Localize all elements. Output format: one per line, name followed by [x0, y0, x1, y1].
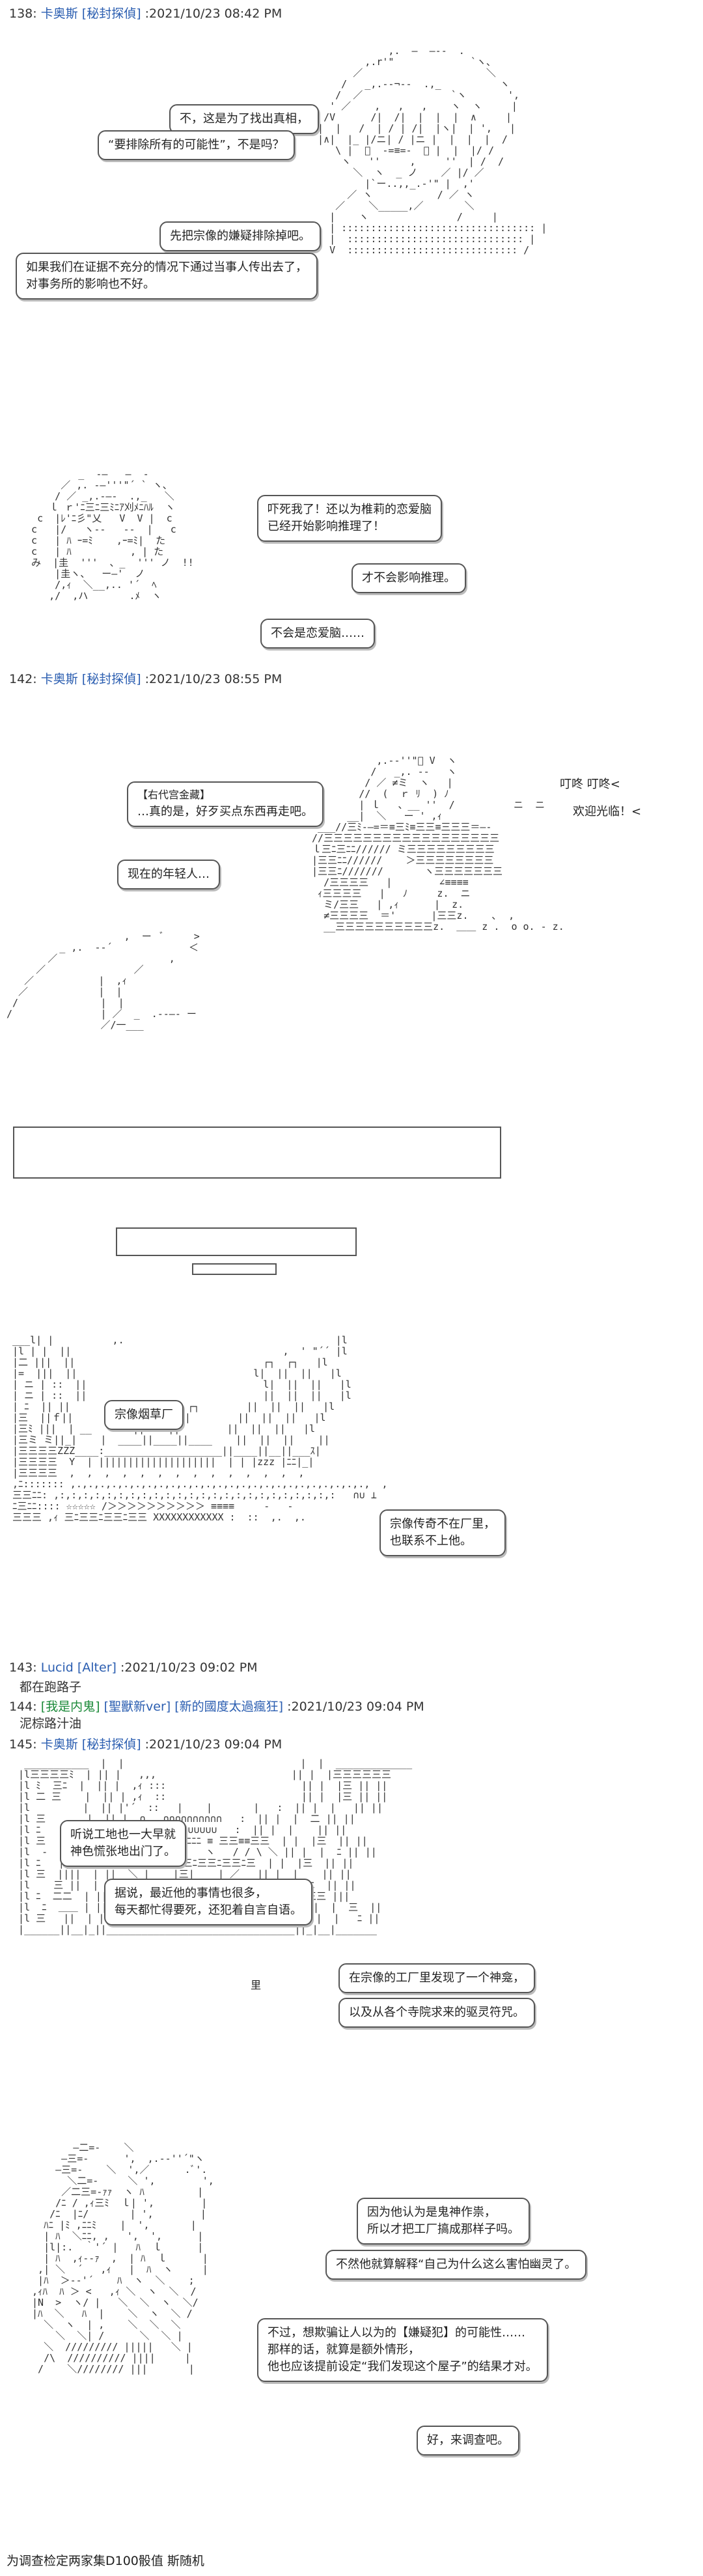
post-time: :2021/10/23 08:42 PM: [145, 7, 283, 21]
post-body-143: 都在跑路子: [20, 1680, 82, 1694]
speech-bubble-shopkeeper: 【右代宫金藏】 …真的是，好歹买点东西再走吧。: [127, 781, 324, 827]
bubble-text-line: 听说工地也一大早就: [70, 1828, 176, 1841]
ascii-art-relieved-figure: _ -― ― - ／ ,. -―'''"´ ` ヽ、 / ／ _,.-―- .,…: [31, 468, 194, 602]
poster-tag[interactable]: [秘封探偵]: [81, 1737, 141, 1752]
location-caption-factory: 宗像烟草厂: [104, 1400, 184, 1430]
speech-bubble-shrine-found: 在宗像的工厂里发现了一个神龛，: [338, 1963, 535, 1993]
post-header-138: 138: 卡奥斯 [秘封探偵] :2021/10/23 08:42 PM: [9, 4, 282, 21]
bubble-text: 才不会影响推理。: [362, 571, 456, 585]
bubble-text-line: 对事务所的影响也不好。: [26, 277, 155, 291]
bubble-text-line: 也联系不上他。: [390, 1534, 472, 1548]
bubble-text: 不会是恋爱脑……: [271, 626, 365, 640]
post-time: :2021/10/23 09:04 PM: [287, 1700, 424, 1714]
speech-bubble-relief: 吓死我了！还以为椎莉的恋爱脑 已经开始影响推理了！: [257, 495, 442, 542]
post-number: 142:: [9, 672, 37, 686]
bubble-text: “要排除所有的可能性”，不是吗？: [108, 138, 284, 152]
poster-tag-secondary[interactable]: [新的國度太過瘋狂]: [174, 1700, 284, 1714]
post-body-144: 泥棕路汁油: [20, 1716, 82, 1731]
speech-bubble-ghost-curse: 因为他认为是鬼神作祟， 所以才把工厂搞成那样子吗。: [357, 2198, 530, 2245]
speech-bubble-possibility: “要排除所有的可能性”，不是吗？: [98, 130, 295, 160]
post-header-143: 143: Lucid [Alter] :2021/10/23 09:02 PM: [9, 1660, 258, 1675]
post-time: :2021/10/23 09:02 PM: [120, 1660, 258, 1675]
blank-panel-wide: [13, 1127, 501, 1179]
bubble-text-line: 不过，想欺骗让人以为的【嫌疑犯】的可能性……: [268, 2326, 525, 2340]
sfx-welcome: 欢迎光临！<: [573, 805, 642, 819]
ascii-art-factory: ___l| | ,. |l |l | | || , ' "´´ |l |二 ||…: [12, 1334, 388, 1523]
bubble-text-line: 因为他认为是鬼神作祟，: [367, 2205, 496, 2219]
speech-bubble-truth: 不，这是为了找出真相，: [169, 104, 319, 134]
poster-name[interactable]: 卡奥斯: [40, 672, 78, 686]
speech-bubble-explain-fear: 不然他就算解释“自己为什么这么害怕幽灵了。: [325, 2250, 587, 2280]
post-header-142: 142: 卡奥斯 [秘封探偵] :2021/10/23 08:55 PM: [9, 669, 282, 687]
bubble-text-line: 宗像传奇不在厂里，: [390, 1517, 495, 1531]
bubble-text-line: 如果我们在证据不充分的情况下通过当事人传出去了，: [26, 260, 307, 274]
speech-bubble-charms: 以及从各个寺院求来的驱灵符咒。: [338, 1998, 535, 2028]
blank-panel-medium: [116, 1227, 357, 1256]
bubble-text-line: 吓死我了！还以为椎莉的恋爱脑: [268, 503, 432, 516]
speech-bubble-no-effect: 才不会影响推理。: [352, 563, 466, 593]
sfx-doorbell: 叮咚 叮咚<: [560, 777, 620, 791]
bubble-text: 以及从各个寺院求来的驱灵符咒。: [349, 2006, 525, 2019]
speech-bubble-not-in-factory: 宗像传奇不在厂里， 也联系不上他。: [379, 1509, 506, 1556]
poster-tag[interactable]: [秘封探偵]: [81, 7, 141, 21]
bubble-text: 先把宗像的嫌疑排除掉吧。: [170, 229, 310, 243]
bubble-text-line: 每天都忙得要死，还犯着自言自语。: [115, 1903, 302, 1917]
bubble-text: 现在的年轻人…: [128, 867, 210, 881]
bubble-text: 好，来调查吧。: [427, 2433, 509, 2447]
bubble-text: 不然他就算解释“自己为什么这么害怕幽灵了。: [336, 2258, 577, 2271]
dice-roll-footer: 为调查检定两家集D100骰值 斯随机: [7, 2554, 204, 2568]
ascii-art-hooded-figure: ,. ― ―‐- . ,.r'" `ヽ、 ／ ＼ / _,.-‐¬‐- .,_ …: [318, 45, 547, 256]
post-number: 144:: [9, 1700, 37, 1714]
speech-bubble-investigate: 好，来调查吧。: [417, 2426, 519, 2456]
speaker-label: 【右代宫金藏】: [137, 789, 211, 801]
poster-tag[interactable]: [Alter]: [77, 1660, 117, 1675]
ascii-art-leaving-figure: , ー ﾞ > _ ,. -‐´ ＜ ／ , ／ ／ ／ | ,ｨ ／ | | …: [7, 931, 200, 1031]
speech-bubble-evidence: 如果我们在证据不充分的情况下通过当事人传出去了， 对事务所的影响也不好。: [16, 253, 318, 300]
bubble-text-line: 已经开始影响推理了！: [268, 520, 385, 533]
post-header-145: 145: 卡奥斯 [秘封探偵] :2021/10/23 09:04 PM: [9, 1735, 282, 1752]
scene-1: ,. ― ―‐- . ,.r'" `ヽ、 ／ ＼ / _,.-‐¬‐- .,_ …: [7, 26, 696, 256]
post-number: 138:: [9, 7, 37, 21]
bubble-text: …真的是，好歹买点东西再走吧。: [137, 805, 313, 819]
poster-name[interactable]: 卡奥斯: [40, 1737, 78, 1752]
poster-tag[interactable]: [聖獸新ver]: [103, 1700, 171, 1714]
bubble-text-line: 所以才把工厂搞成那样子吗。: [367, 2222, 519, 2236]
poster-name[interactable]: [我是内鬼]: [40, 1700, 100, 1714]
ascii-art-detective-figure: ―二=- ＼ ―三=- ', ,.-‐''´"ヽ ―三=- ＼ ',／ .ﾞ'.…: [32, 2142, 214, 2375]
bubble-text-line: 那样的话，就算是额外情形，: [268, 2343, 420, 2357]
speech-bubble-young-people: 现在的年轻人…: [117, 860, 220, 889]
blank-panel-small: [192, 1263, 277, 1275]
poster-name[interactable]: Lucid: [40, 1660, 74, 1675]
speech-bubble-suspicion: 先把宗像的嫌疑排除掉吧。: [159, 221, 321, 251]
bubble-text-line: 神色慌张地出门了。: [70, 1845, 176, 1858]
bubble-text: 不，这是为了找出真相，: [180, 112, 309, 126]
bubble-text-line: 他也应该提前设定“我们发现这个屋子”的结果才对。: [268, 2360, 538, 2373]
speech-bubble-busy: 据说，最近他的事情也很多， 每天都忙得要死，还犯着自言自语。: [104, 1879, 312, 1925]
post-header-144: 144: [我是内鬼] [聖獸新ver] [新的國度太過瘋狂] :2021/10…: [9, 1697, 424, 1715]
shrine-board-character: 里: [251, 1979, 262, 1991]
post-number: 145:: [9, 1737, 37, 1752]
post-time: :2021/10/23 08:55 PM: [145, 672, 283, 686]
post-number: 143:: [9, 1660, 37, 1675]
post-time: :2021/10/23 09:04 PM: [145, 1737, 283, 1752]
speech-bubble-suspect-possibility: 不过，想欺骗让人以为的【嫌疑犯】的可能性…… 那样的话，就算是额外情形， 他也应…: [257, 2318, 548, 2382]
speech-bubble-left-early: 听说工地也一大早就 神色慌张地出门了。: [60, 1820, 186, 1867]
poster-tag[interactable]: [秘封探偵]: [81, 672, 141, 686]
speech-bubble-not-love: 不会是恋爱脑……: [260, 619, 375, 649]
ascii-art-shop-counter: ,.-‐''"ﾞ V ヽ / _,. -‐ ヽ / ／ ≠ミ ヽ | // ( …: [312, 755, 564, 932]
poster-name[interactable]: 卡奥斯: [40, 7, 78, 21]
bubble-text: 在宗像的工厂里发现了一个神龛，: [349, 1971, 525, 1985]
bubble-text-line: 据说，最近他的事情也很多，: [115, 1886, 267, 1900]
bubble-text: 宗像烟草厂: [115, 1408, 173, 1421]
